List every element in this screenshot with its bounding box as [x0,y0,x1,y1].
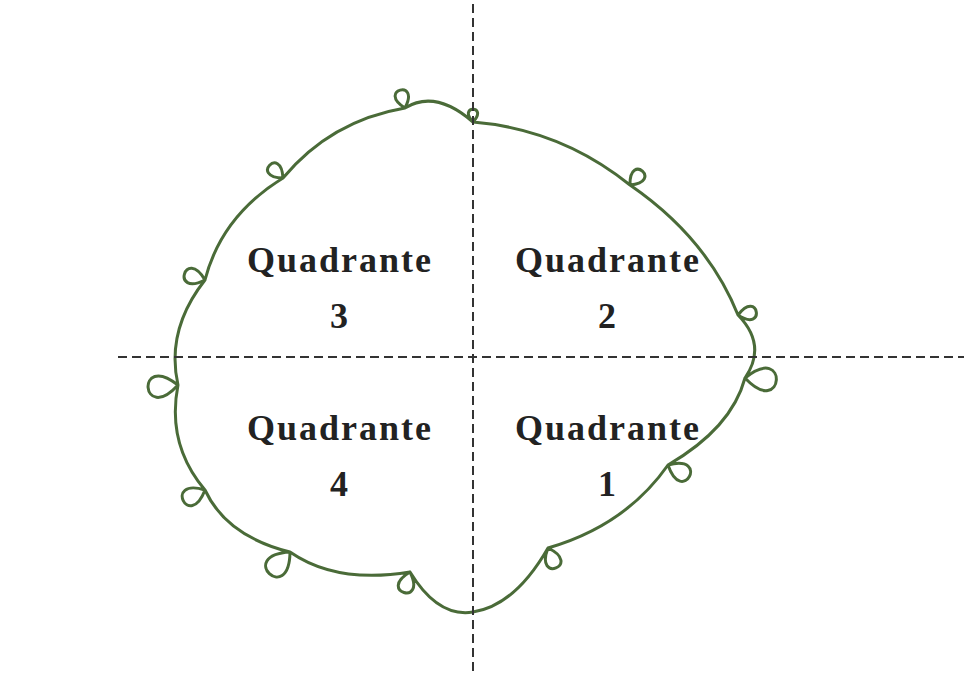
quadrant-label-text: Quadrante 1 [515,408,701,504]
quadrant-label: Quadrante 3 [210,232,470,344]
quadrant-label-text: Quadrante 3 [247,240,433,336]
quadrant-label: Quadrante 1 [478,400,738,512]
cloud-outline [148,90,776,613]
vertical-axis [472,4,474,675]
quadrant-label-text: Quadrante 4 [247,408,433,504]
horizontal-axis [118,356,964,358]
quadrant-label-text: Quadrante 2 [515,240,701,336]
quadrant-label: Quadrante 4 [210,400,470,512]
quadrant-label: Quadrante 2 [478,232,738,344]
